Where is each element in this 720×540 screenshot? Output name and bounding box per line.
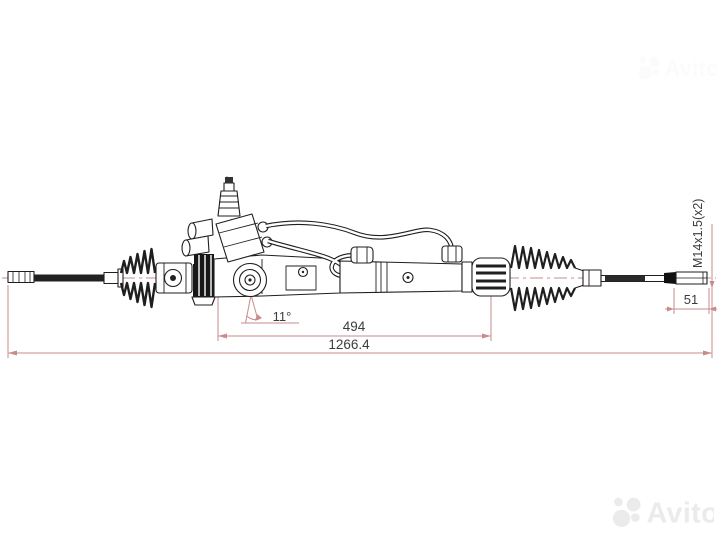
valve-assembly (181, 177, 273, 263)
right-boot (509, 244, 585, 312)
left-tie-rod (7, 268, 124, 288)
dimension-label-thread-spec: M14x1.5(x2) (691, 199, 705, 268)
avito-watermark-text: Avito (664, 56, 716, 81)
boot-clamp-collar (471, 257, 511, 297)
dimension-arrowheads (8, 281, 716, 356)
dimension-label-494: 494 (343, 319, 366, 334)
left-inner-joint (155, 262, 193, 294)
avito-watermark-top-right: Avito (638, 54, 716, 81)
dimension-label-angle: 11° (273, 309, 292, 324)
avito-watermark-bottom-right: Avito (612, 494, 714, 529)
avito-watermark-text: Avito (647, 498, 714, 529)
gear-housing (213, 254, 341, 298)
avito-logo-icon (638, 56, 660, 80)
dimension-label-overall-length: 1266.4 (328, 337, 370, 352)
mount-bushing (191, 254, 216, 306)
left-boot (119, 247, 157, 309)
dimension-label-thread-length: 51 (684, 292, 698, 307)
avito-logo-icon (612, 497, 641, 528)
right-tie-rod (582, 269, 708, 287)
pinion-boss (232, 262, 268, 298)
cylinder-tube (339, 245, 473, 294)
